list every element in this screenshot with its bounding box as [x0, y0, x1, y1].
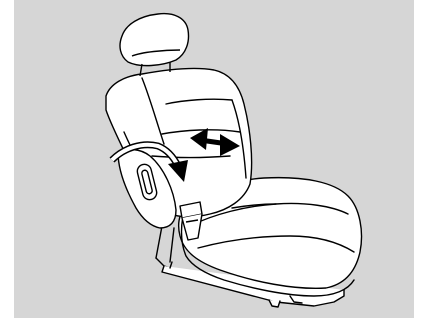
illustration-frame	[14, 0, 414, 318]
seat-illustration	[14, 0, 414, 318]
illustration-panel	[14, 0, 414, 318]
